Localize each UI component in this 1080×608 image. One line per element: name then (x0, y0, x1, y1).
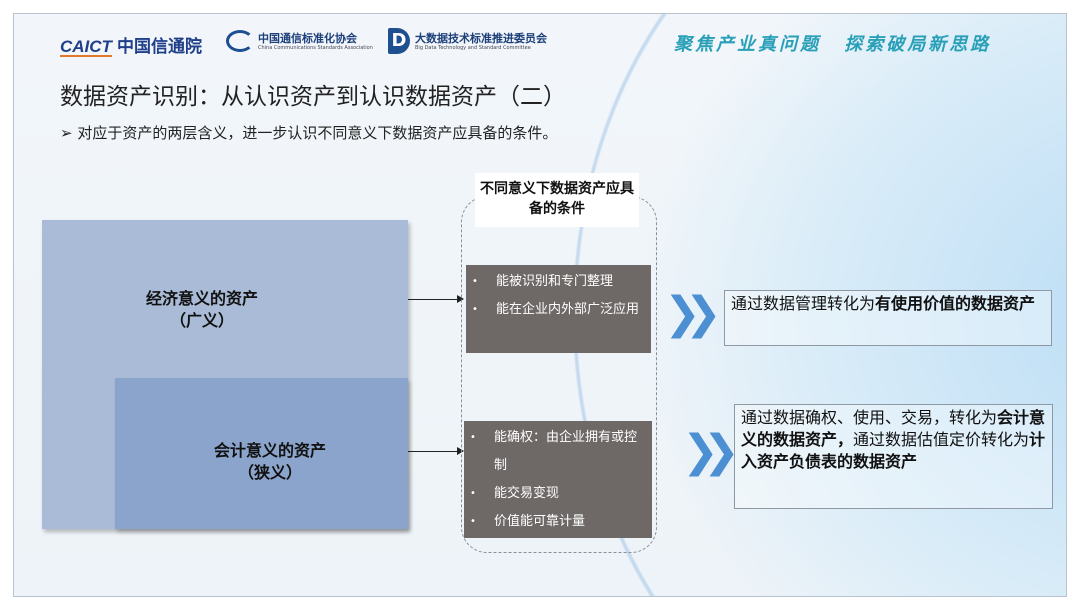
ccsa-icon (226, 30, 254, 52)
list-item: •能交易变现 (470, 486, 560, 501)
accounting-result-box: 通过数据确权、使用、交易，转化为会计意义的数据资产，通过数据估值定价转化为计入资… (734, 404, 1053, 509)
slide-subtitle: ➢ 对应于资产的两层含义，进一步认识不同意义下数据资产应具备的条件。 (60, 124, 558, 142)
economic-asset-title: 经济意义的资产 (145, 289, 258, 308)
list-item: •价值能可靠计量 (470, 514, 586, 529)
committee-name: 大数据技术标准推进委员会 (415, 31, 547, 45)
accounting-asset-title: 会计意义的资产 (213, 441, 326, 460)
accounting-asset-scope: （狭义） (237, 463, 302, 482)
committee-name-en: Big Data Technology and Standard Committ… (415, 44, 531, 51)
list-item: •能确权：由企业拥有或控制 (470, 430, 638, 473)
result-emphasis: 有使用价值的数据资产 (875, 294, 1036, 313)
double-chevron-right-icon: ❯❯ (682, 426, 740, 477)
d-logo-icon: D (388, 28, 410, 54)
economic-asset-scope: （广义） (169, 311, 234, 330)
arrow-right (408, 447, 464, 455)
ccsa-name: 中国通信标准化协会 (258, 31, 357, 45)
result-text: 通过数据估值定价转化为 (853, 430, 1030, 449)
caict-logo: CAICT 中国信通院 (60, 32, 202, 57)
economic-conditions-list: •能被识别和专门整理 •能在企业内外部广泛应用 (466, 265, 651, 353)
caict-logo-en: CAICT (60, 37, 112, 57)
accounting-asset-label: 会计意义的资产 （狭义） (195, 440, 345, 484)
caict-logo-cn: 中国信通院 (116, 37, 202, 57)
ccsa-logo: 中国通信标准化协会 China Communications Standards… (226, 30, 373, 52)
arrow-right (408, 295, 464, 303)
double-chevron-right-icon: ❯❯ (664, 288, 722, 339)
result-text: 通过数据确权、使用、交易，转化为 (741, 408, 998, 427)
result-text: 通过数据管理转化为 (731, 294, 876, 313)
list-item: •能被识别和专门整理 (472, 274, 614, 289)
conditions-title: 不同意义下数据资产应具备的条件 (475, 173, 639, 227)
slide: CAICT 中国信通院 中国通信标准化协会 China Communicatio… (13, 13, 1067, 597)
slogan: 聚焦产业真问题 探索破局新思路 (674, 34, 992, 55)
result-emphasis: 会计意义的数据资产， (741, 408, 1046, 449)
accounting-asset-box: 会计意义的资产 （狭义） (115, 378, 408, 529)
economic-result-box: 通过数据管理转化为有使用价值的数据资产 (724, 290, 1052, 346)
result-emphasis: 计入资产负债表的数据资产 (741, 430, 1046, 471)
bigdata-committee-logo: D 大数据技术标准推进委员会 Big Data Technology and S… (388, 28, 547, 54)
economic-asset-label: 经济意义的资产 （广义） (112, 288, 292, 332)
accounting-conditions-list: •能确权：由企业拥有或控制 •能交易变现 •价值能可靠计量 (464, 421, 652, 538)
ccsa-name-en: China Communications Standards Associati… (258, 44, 373, 51)
list-item: •能在企业内外部广泛应用 (472, 302, 640, 317)
slide-title: 数据资产识别：从认识资产到认识数据资产（二） (60, 84, 566, 110)
